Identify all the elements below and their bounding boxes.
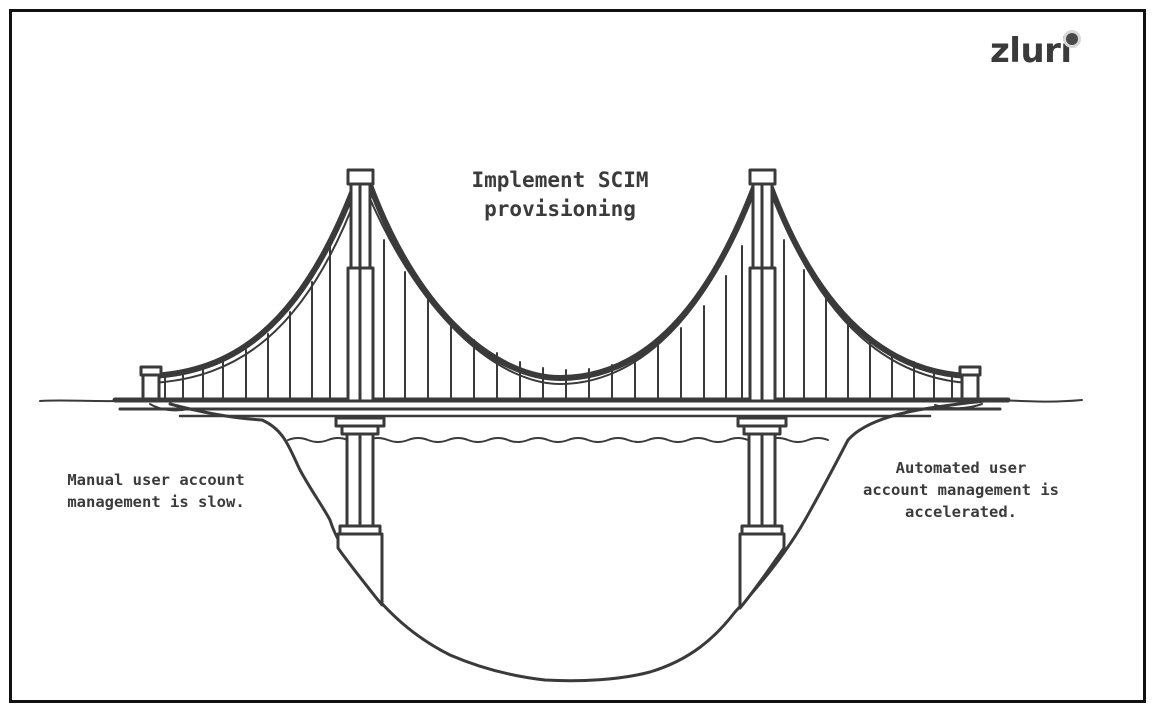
- gorge-outline: [168, 399, 987, 683]
- left-caption-line-1: Manual user account: [67, 471, 245, 489]
- water-line: [287, 437, 829, 443]
- right-tower: [736, 168, 788, 610]
- suspender-cables: [164, 239, 953, 401]
- zluri-logo: zluri: [990, 31, 1072, 71]
- right-caption-line-3: accelerated.: [905, 503, 1017, 521]
- main-cables: [149, 182, 971, 381]
- right-caption-line-2: account management is: [863, 481, 1059, 499]
- illustration-frame: [9, 9, 1146, 703]
- left-tower: [334, 168, 386, 607]
- right-anchorage: [958, 365, 982, 401]
- left-anchorage: [139, 365, 163, 401]
- right-caption: Automated user account management is acc…: [830, 457, 1092, 523]
- diagram-title: Implement SCIM provisioning: [420, 166, 700, 224]
- title-line-2: provisioning: [484, 197, 636, 221]
- left-caption-line-2: management is slow.: [67, 493, 245, 511]
- right-caption-line-1: Automated user: [895, 459, 1027, 477]
- logo-dot-icon: [1066, 33, 1078, 45]
- title-line-1: Implement SCIM: [471, 168, 649, 192]
- left-caption: Manual user account management is slow.: [38, 469, 274, 513]
